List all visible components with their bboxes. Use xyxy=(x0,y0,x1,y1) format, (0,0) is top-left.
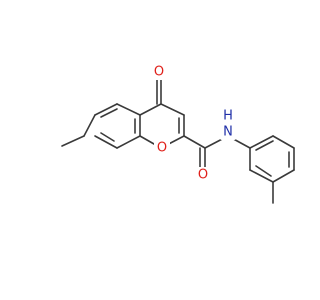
bond-aryl-2 xyxy=(272,135,295,149)
oxygen-amide-label: O xyxy=(198,168,208,183)
bond-ring-inner-3 xyxy=(100,132,115,142)
mask-n-amide xyxy=(220,124,236,140)
bond-aryl-4 xyxy=(272,169,295,183)
bond-amide-c xyxy=(183,135,206,149)
oxygen-carbonyl-label: O xyxy=(154,65,164,80)
bond-ring-2 xyxy=(94,103,118,116)
nitrogen-amide-label: N xyxy=(223,125,233,140)
oxygen-ring-label: O xyxy=(157,141,167,156)
mask-o-ring xyxy=(154,140,170,156)
bond-ring-6 xyxy=(94,135,118,149)
bond-ring-5 xyxy=(116,135,141,149)
mask-h-amide xyxy=(220,108,236,124)
bond-ring-1 xyxy=(83,114,96,137)
bond-aryl-inner-1 xyxy=(255,140,274,151)
bond-aryl-5 xyxy=(249,169,274,183)
bond-aryl-1 xyxy=(249,135,274,149)
hydrogen-amide-label: H xyxy=(223,109,233,124)
bond-methyl xyxy=(61,135,85,147)
bond-fused-c xyxy=(160,103,185,116)
mask-o-top xyxy=(151,64,167,80)
bond-ring-inner-1 xyxy=(100,108,118,118)
bond-aryl-inner-3 xyxy=(255,165,272,177)
bond-ring-3 xyxy=(116,103,141,116)
molecule-structure-canvas: O O O N H xyxy=(61,64,295,204)
molecule-structure: O O O N H xyxy=(61,64,295,204)
bond-fused-a xyxy=(139,103,162,116)
mask-o-amide xyxy=(195,167,211,183)
